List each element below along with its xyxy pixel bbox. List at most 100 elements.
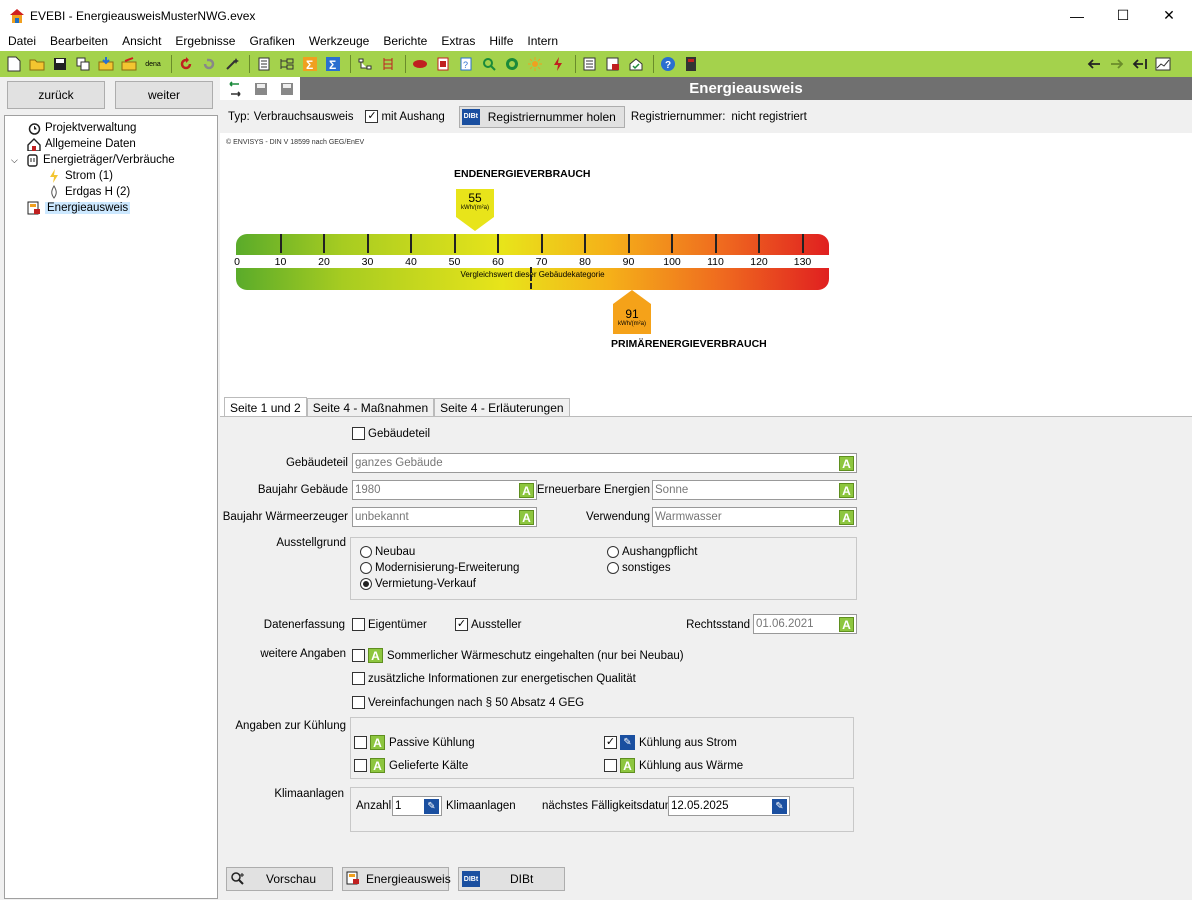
checkbox-box[interactable]: ✓ — [604, 736, 617, 749]
radio-modernisierung[interactable]: Modernisierung-Erweiterung — [360, 562, 519, 574]
tab-erlaeuterungen[interactable]: Seite 4 - Erläuterungen — [434, 398, 570, 417]
menu-extras[interactable]: Extras — [441, 34, 476, 48]
aushang-checkbox[interactable]: ✓ — [365, 110, 379, 123]
checkbox-box[interactable] — [352, 649, 365, 662]
save-copy-icon[interactable] — [278, 80, 296, 98]
preview-button[interactable]: Vorschau — [226, 867, 333, 891]
aussteller-checkbox[interactable]: ✓ Aussteller — [455, 618, 522, 631]
next-button[interactable]: weiter — [115, 81, 213, 109]
arrow-left-icon[interactable] — [1084, 54, 1104, 74]
chevron-down-icon[interactable]: ⌵ — [11, 154, 18, 165]
minimize-button[interactable]: — — [1070, 7, 1084, 24]
calculator-icon[interactable] — [681, 54, 701, 74]
sum-blue-icon[interactable]: Σ — [323, 54, 343, 74]
auto-a-icon[interactable]: A — [839, 617, 854, 632]
faellig-field[interactable]: 12.05.2025 ✎ — [668, 796, 790, 816]
back-button[interactable]: zurück — [7, 81, 105, 109]
checkbox-box[interactable] — [352, 696, 365, 709]
menu-grafiken[interactable]: Grafiken — [249, 34, 295, 48]
redo-icon[interactable] — [199, 54, 219, 74]
auto-a-icon[interactable]: A — [519, 483, 534, 498]
kuehlung-waerme-checkbox[interactable]: A Kühlung aus Wärme — [604, 758, 743, 773]
dibt-button[interactable]: DIBt DIBt — [458, 867, 565, 891]
auto-a-icon[interactable]: A — [839, 483, 854, 498]
auto-a-icon[interactable]: A — [519, 510, 534, 525]
menu-berichte[interactable]: Berichte — [383, 34, 428, 48]
baujahr-wez-field[interactable]: unbekannt A — [352, 507, 537, 527]
edit-pen-icon[interactable]: ✎ — [772, 799, 787, 814]
gelieferte-kaelte-checkbox[interactable]: A Gelieferte Kälte — [354, 758, 468, 773]
vereinfachungen-checkbox[interactable]: Vereinfachungen nach § 50 Absatz 4 GEG — [352, 696, 584, 709]
checkbox-box[interactable] — [352, 618, 365, 631]
chart-icon[interactable] — [1153, 54, 1173, 74]
kuehlung-strom-checkbox[interactable]: ✓ ✎ Kühlung aus Strom — [604, 735, 737, 750]
erneuerbare-field[interactable]: Sonne A — [652, 480, 857, 500]
radio-circle[interactable] — [607, 562, 619, 574]
edit-pen-icon[interactable]: ✎ — [620, 735, 635, 750]
structure-icon[interactable] — [277, 54, 297, 74]
radio-circle[interactable] — [360, 562, 372, 574]
export-icon[interactable] — [119, 54, 139, 74]
radio-sonstiges[interactable]: sonstiges — [607, 562, 671, 574]
zoom-icon[interactable] — [479, 54, 499, 74]
checkbox-box[interactable] — [604, 759, 617, 772]
radio-circle[interactable] — [360, 546, 372, 558]
dena-icon[interactable]: dena — [145, 60, 161, 68]
tree-item-erdgas[interactable]: Erdgas H (2) — [5, 184, 217, 200]
checkbox-box[interactable] — [354, 736, 367, 749]
help-doc-icon[interactable]: ? — [456, 54, 476, 74]
network-icon[interactable] — [355, 54, 375, 74]
passive-kuehlung-checkbox[interactable]: A Passive Kühlung — [354, 735, 475, 750]
save-disk-icon[interactable] — [252, 80, 270, 98]
gebaeudeteil-field[interactable]: ganzes Gebäude A — [352, 453, 857, 473]
checkbox-box[interactable] — [354, 759, 367, 772]
maximize-button[interactable]: ☐ — [1116, 7, 1130, 23]
arrow-right-icon[interactable] — [1107, 54, 1127, 74]
power-icon[interactable] — [548, 54, 568, 74]
house-check-icon[interactable] — [626, 54, 646, 74]
undo-icon[interactable] — [176, 54, 196, 74]
layers-icon[interactable] — [378, 54, 398, 74]
fire-doc-icon[interactable] — [433, 54, 453, 74]
energieausweis-button[interactable]: Energieausweis — [342, 867, 451, 891]
tree-item-allgemeine-daten[interactable]: Allgemeine Daten — [5, 136, 217, 152]
close-button[interactable]: ✕ — [1163, 7, 1175, 23]
wand-icon[interactable] — [222, 54, 242, 74]
rechtsstand-field[interactable]: 01.06.2021 A — [753, 614, 857, 634]
menu-intern[interactable]: Intern — [527, 34, 559, 48]
register-number-button[interactable]: DIBt Registriernummer holen — [458, 105, 625, 128]
auto-a-icon[interactable]: A — [370, 758, 385, 773]
pipe-icon[interactable] — [410, 54, 430, 74]
verwendung-field[interactable]: Warmwasser A — [652, 507, 857, 527]
copy-icon[interactable] — [73, 54, 93, 74]
open-folder-icon[interactable] — [27, 54, 47, 74]
certificate-print-icon[interactable] — [603, 54, 623, 74]
sommerlicher-checkbox[interactable]: A Sommerlicher Wärmeschutz eingehalten (… — [352, 648, 684, 663]
tab-seite-1-2[interactable]: Seite 1 und 2 — [224, 397, 307, 417]
sum-orange-icon[interactable]: Σ — [300, 54, 320, 74]
tree-item-energietraeger[interactable]: ⌵ Energieträger/Verbräuche — [5, 152, 217, 168]
radio-neubau[interactable]: Neubau — [360, 546, 415, 558]
radio-aushangpflicht[interactable]: Aushangpflicht — [607, 546, 697, 558]
report-icon[interactable] — [580, 54, 600, 74]
radio-vermietung[interactable]: Vermietung-Verkauf — [360, 578, 476, 590]
checkbox-box[interactable] — [352, 427, 365, 440]
sun-icon[interactable] — [525, 54, 545, 74]
help-icon[interactable]: ? — [658, 54, 678, 74]
auto-a-icon[interactable]: A — [839, 510, 854, 525]
zusaetzliche-checkbox[interactable]: zusätzliche Informationen zur energetisc… — [352, 672, 636, 685]
eigentuemer-checkbox[interactable]: Eigentümer — [352, 618, 427, 631]
save-icon[interactable] — [50, 54, 70, 74]
auto-a-icon[interactable]: A — [368, 648, 383, 663]
tree-item-projektverwaltung[interactable]: Projektverwaltung — [5, 120, 217, 136]
gebaeudeteil-checkbox[interactable]: Gebäudeteil — [352, 427, 430, 440]
tree-item-strom[interactable]: Strom (1) — [5, 168, 217, 184]
recycle-icon[interactable] — [502, 54, 522, 74]
checkbox-box[interactable]: ✓ — [455, 618, 468, 631]
auto-a-icon[interactable]: A — [839, 456, 854, 471]
menu-werkzeuge[interactable]: Werkzeuge — [308, 34, 370, 48]
radio-circle[interactable] — [360, 578, 372, 590]
anzahl-field[interactable]: 1 ✎ — [392, 796, 442, 816]
menu-ansicht[interactable]: Ansicht — [122, 34, 162, 48]
menu-bearbeiten[interactable]: Bearbeiten — [50, 34, 109, 48]
